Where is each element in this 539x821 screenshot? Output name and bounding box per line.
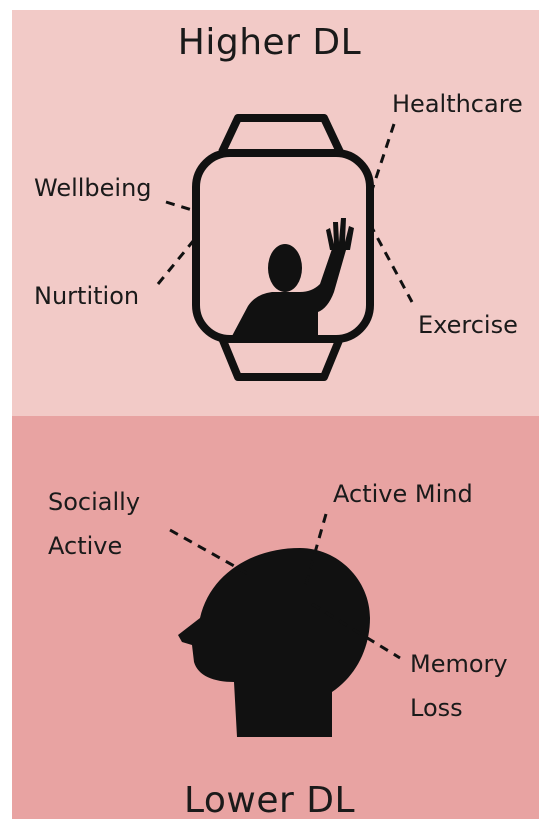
- label-active-mind: Active Mind: [333, 480, 473, 508]
- label-active: Active: [48, 532, 123, 560]
- label-loss: Loss: [410, 694, 463, 722]
- waving-person-icon: [232, 218, 354, 336]
- label-nutrition: Nurtition: [34, 282, 140, 310]
- leader-healthcare: [370, 123, 396, 191]
- leader-nutrition: [156, 239, 196, 285]
- label-exercise: Exercise: [418, 311, 518, 339]
- leader-exercise: [368, 223, 414, 303]
- label-socially: Socially: [48, 488, 141, 516]
- smartwatch-icon: [192, 114, 374, 381]
- higher-dl-panel: [12, 10, 539, 416]
- label-healthcare: Healthcare: [392, 90, 523, 118]
- lower-dl-title: Lower DL: [183, 780, 356, 821]
- leader-active-mind: [304, 513, 328, 585]
- head-leader-lines: [169, 513, 401, 660]
- head-profile-icon: [178, 548, 370, 737]
- higher-dl-title: Higher DL: [177, 22, 362, 63]
- leader-wellbeing: [165, 200, 193, 212]
- leader-memory-loss: [311, 602, 401, 660]
- watch-leader-lines: [156, 123, 414, 303]
- label-memory: Memory: [410, 650, 508, 678]
- label-wellbeing: Wellbeing: [34, 174, 152, 202]
